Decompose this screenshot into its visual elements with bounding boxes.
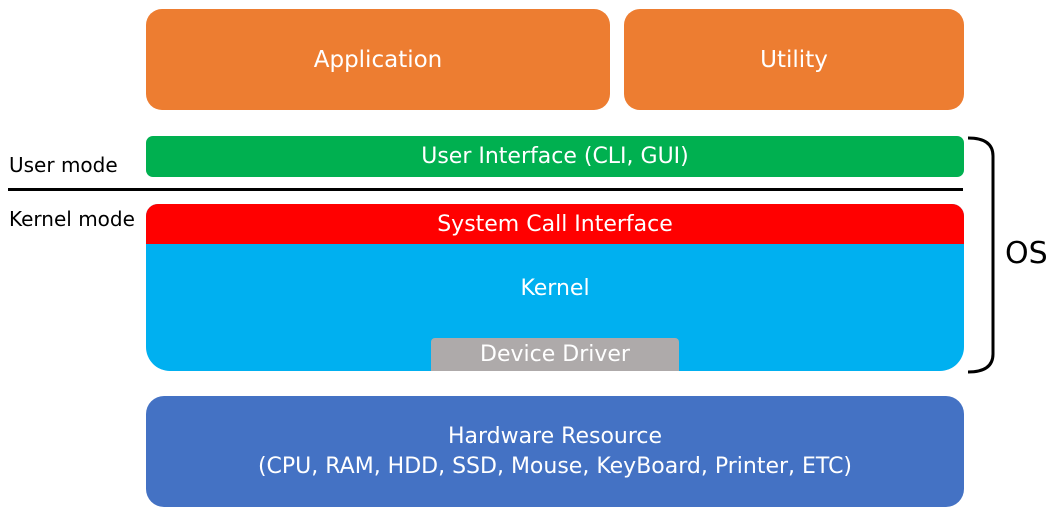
- user-mode-label: User mode: [9, 153, 118, 177]
- kernel-box: System Call Interface Kernel Device Driv…: [146, 204, 964, 371]
- application-box: Application: [146, 9, 610, 110]
- hardware-resource-list: (CPU, RAM, HDD, SSD, Mouse, KeyBoard, Pr…: [257, 453, 853, 479]
- hardware-resource-title: Hardware Resource: [447, 423, 663, 449]
- device-driver-box: Device Driver: [431, 338, 679, 371]
- kernel-label: Kernel: [520, 276, 590, 301]
- system-call-interface-box: System Call Interface: [146, 204, 964, 244]
- os-label: OS: [1005, 236, 1048, 271]
- system-call-interface-label: System Call Interface: [437, 211, 673, 237]
- kernel-mode-label: Kernel mode: [9, 207, 135, 231]
- application-label: Application: [313, 46, 443, 73]
- hardware-resource-box: Hardware Resource (CPU, RAM, HDD, SSD, M…: [146, 396, 964, 507]
- utility-label: Utility: [760, 46, 828, 73]
- os-bracket-icon: [967, 136, 995, 374]
- user-interface-box: User Interface (CLI, GUI): [146, 136, 964, 177]
- utility-box: Utility: [624, 9, 964, 110]
- user-interface-label: User Interface (CLI, GUI): [421, 144, 689, 169]
- mode-divider-line: [8, 188, 963, 191]
- device-driver-label: Device Driver: [480, 342, 630, 367]
